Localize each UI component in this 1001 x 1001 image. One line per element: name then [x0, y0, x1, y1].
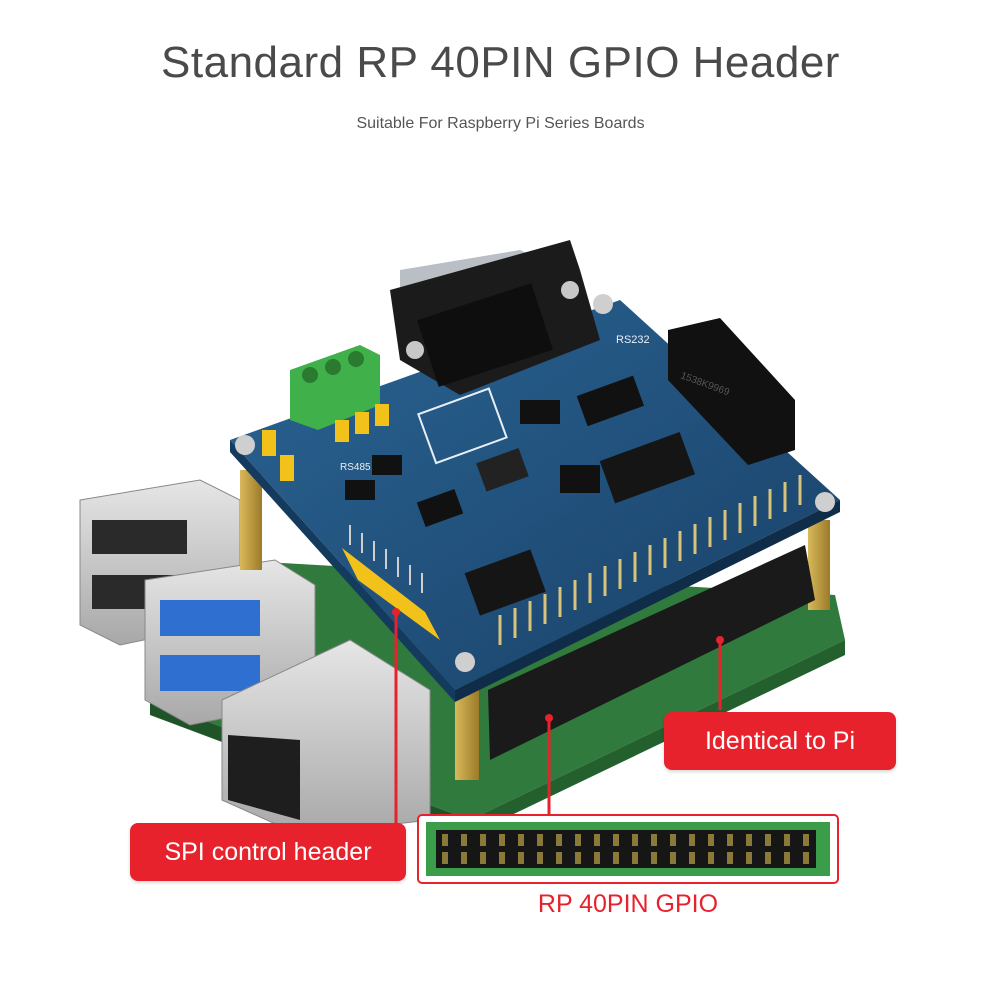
- yellow-jumpers: [262, 404, 389, 481]
- rs232-silkscreen: RS232: [616, 334, 650, 346]
- terminal-block: [290, 345, 380, 430]
- female-gpio-header: [488, 545, 815, 760]
- gpio-caption: RP 40PIN GPIO: [537, 890, 719, 918]
- rs485-silkscreen: RS485: [340, 462, 371, 473]
- callout-lines: [394, 615, 722, 823]
- isolation-module: 1538K9969: [668, 318, 795, 465]
- spi-header: [342, 525, 440, 640]
- gpio-inset: [417, 814, 839, 884]
- spi-control-header-callout: SPI control header: [130, 823, 406, 881]
- male-gpio-pins: [498, 475, 802, 645]
- identical-to-pi-callout: Identical to Pi: [664, 712, 896, 770]
- ethernet-port: [221, 639, 431, 836]
- page-title: Standard RP 40PIN GPIO Header: [161, 38, 840, 87]
- page-subtitle: Suitable For Raspberry Pi Series Boards: [356, 115, 645, 132]
- db9-connector: [390, 240, 600, 395]
